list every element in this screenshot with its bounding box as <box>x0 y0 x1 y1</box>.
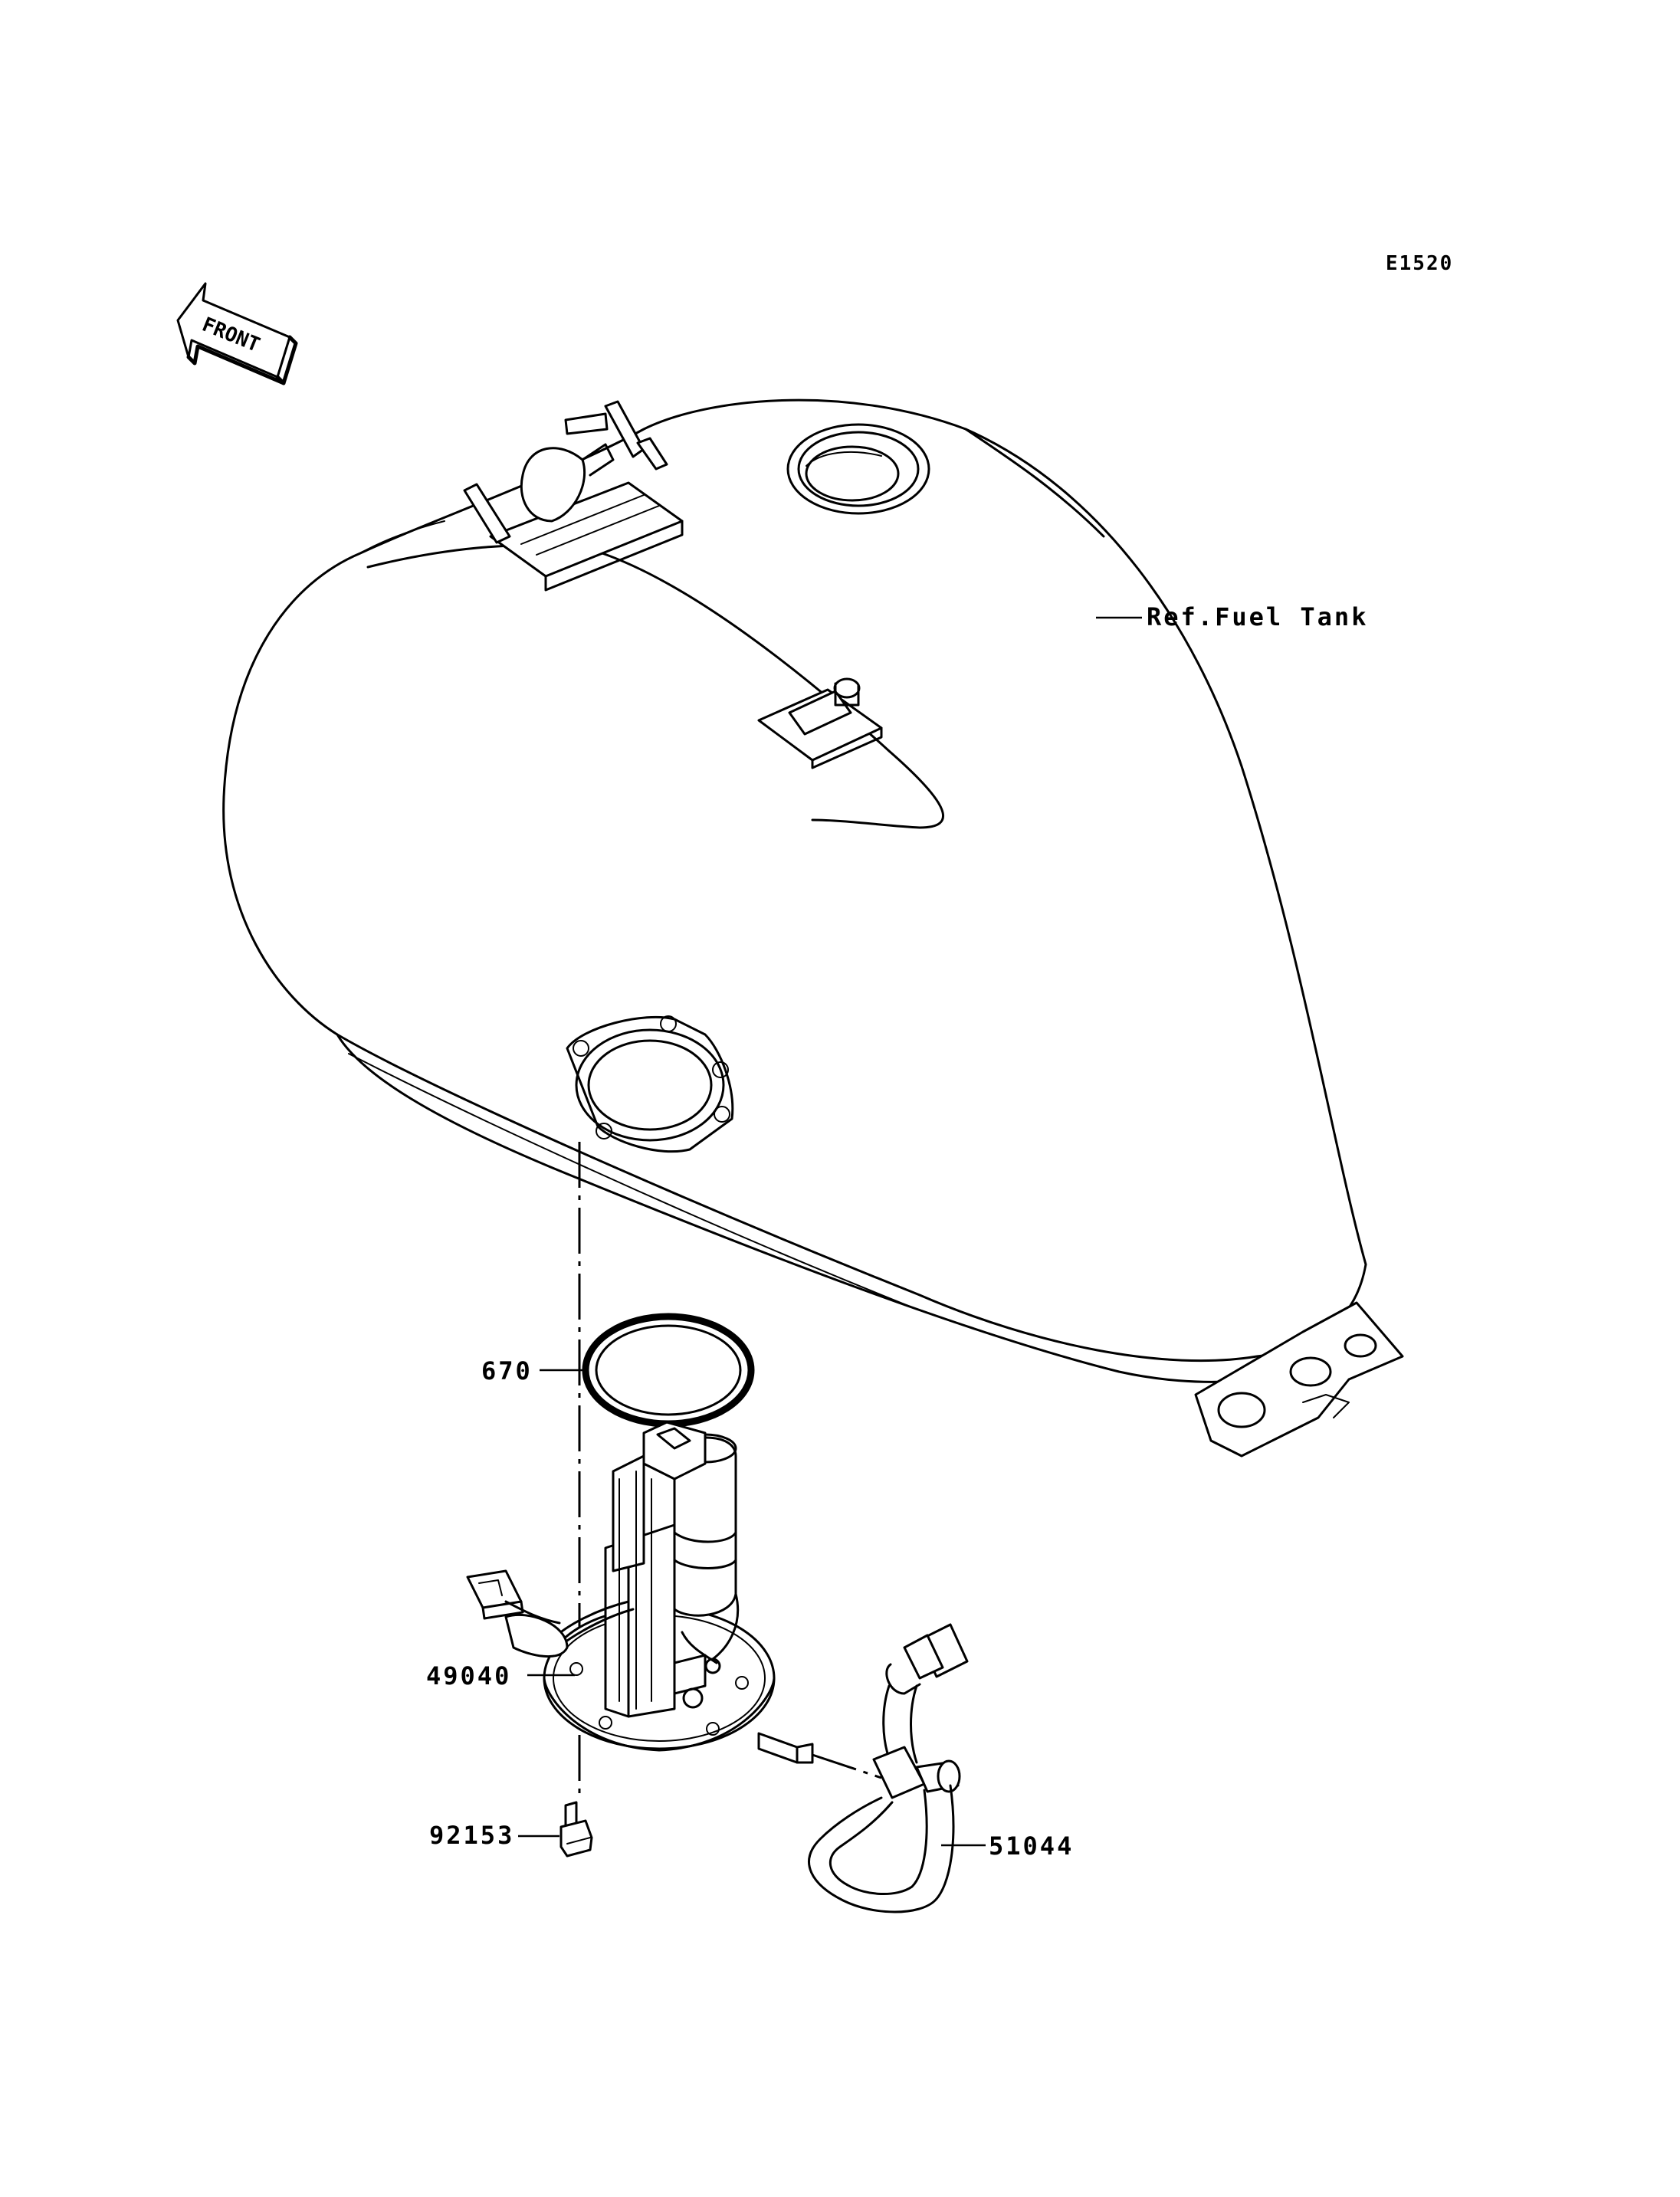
fuel-tank <box>222 398 1404 1458</box>
part-92153-label: 92153 <box>429 1821 514 1850</box>
part-49040-label: 49040 <box>426 1661 511 1690</box>
hose-51044 <box>808 1623 969 1913</box>
fuel-pump-49040 <box>466 1421 814 1764</box>
hose-alignment-line <box>812 1753 882 1779</box>
ref-fuel-tank-label: Ref.Fuel Tank <box>1147 602 1368 631</box>
diagram-code: E1520 <box>1386 252 1453 275</box>
bolt-92153 <box>559 1801 593 1858</box>
o-ring-670 <box>582 1313 755 1428</box>
front-arrow-icon: FRONT <box>176 282 298 385</box>
part-51044-label: 51044 <box>989 1831 1074 1861</box>
part-670-label: 670 <box>481 1356 533 1385</box>
